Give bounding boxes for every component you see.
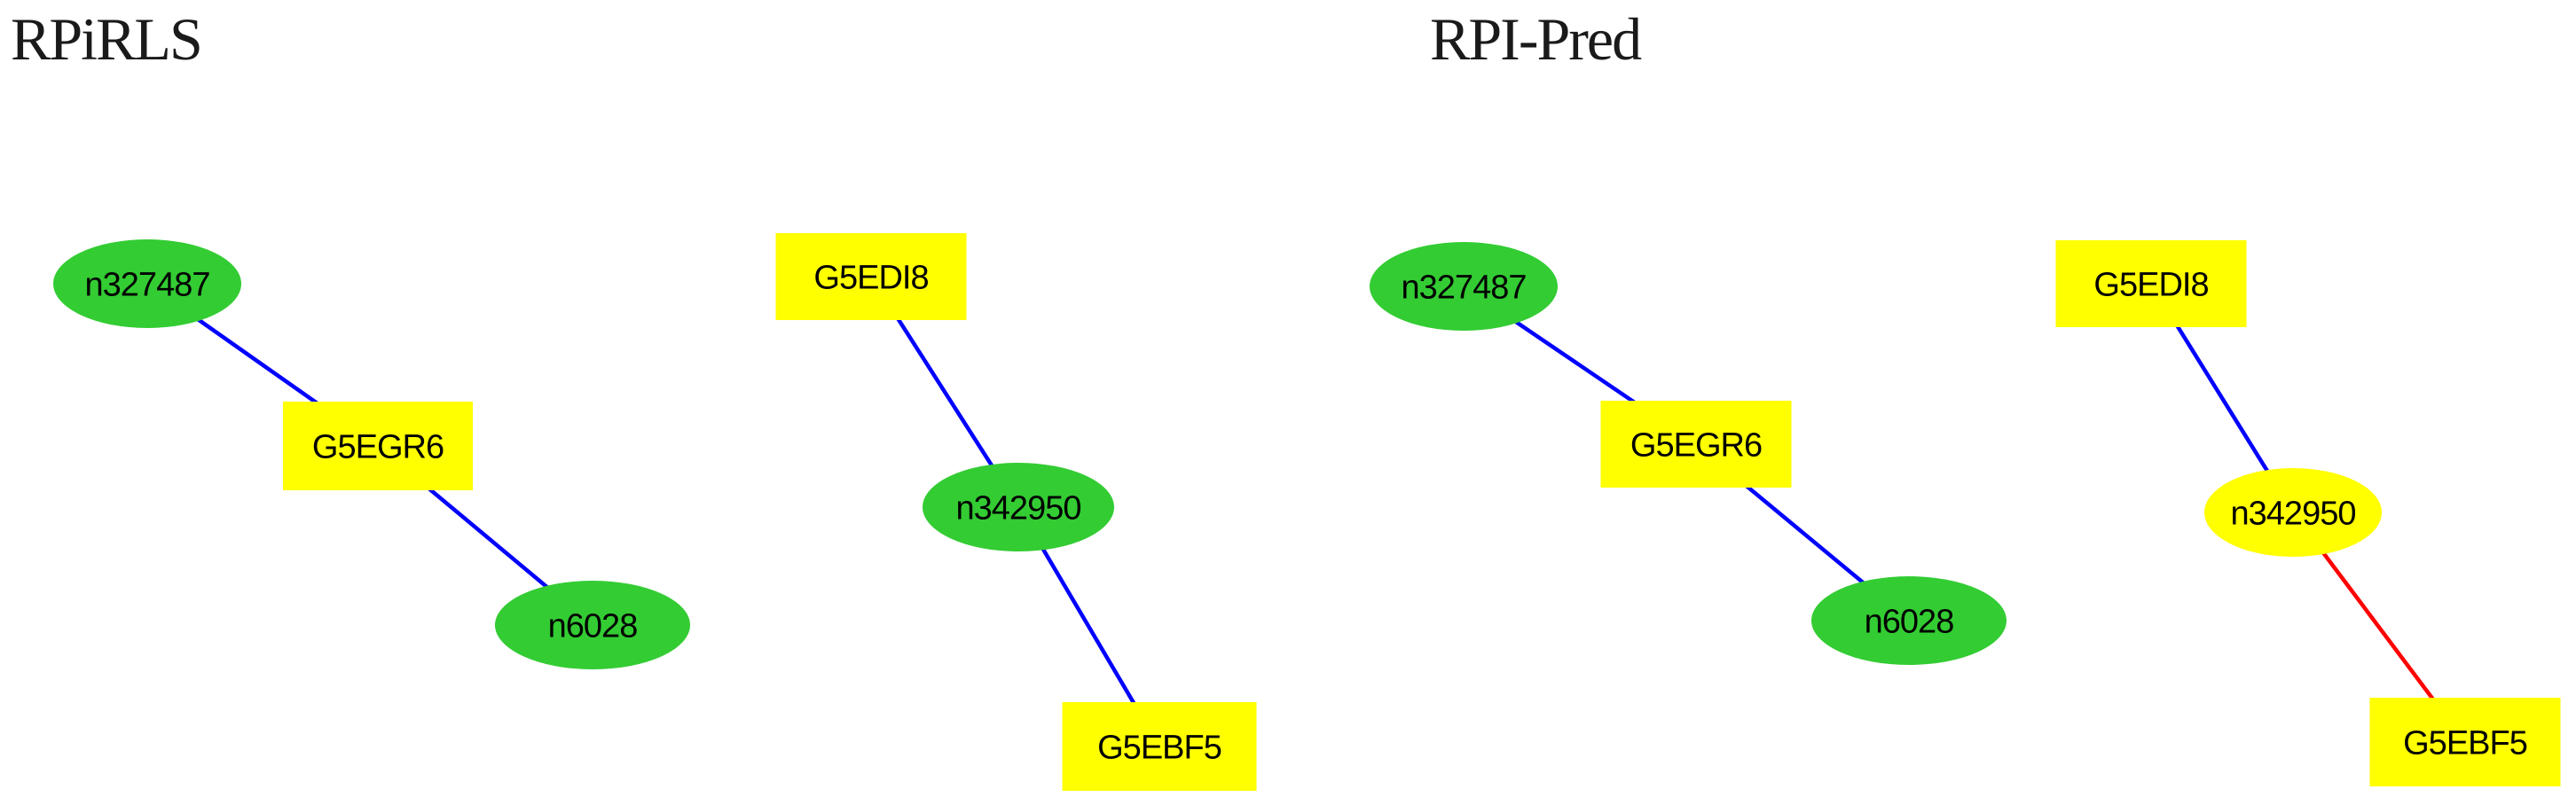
node-label: G5EGR6	[312, 428, 444, 465]
panel-title-rpirls: RPiRLS	[11, 5, 203, 73]
node-n6028: n6028	[495, 581, 690, 669]
node-shape-ellipse	[53, 239, 241, 328]
node-shape-ellipse	[495, 581, 690, 669]
node-shape-rect	[775, 233, 967, 320]
node-label: n327487	[1402, 269, 1527, 306]
node-shape-rect	[2369, 698, 2561, 786]
node-label: n342950	[956, 489, 1081, 527]
node-label: G5EBF5	[2403, 724, 2527, 762]
panel-title-rpi-pred: RPI-Pred	[1430, 5, 1642, 73]
node-n327487: n327487	[53, 239, 241, 328]
node-G5EDI8: G5EDI8	[775, 233, 967, 320]
node-shape-rect	[1062, 702, 1257, 791]
node-shape-ellipse	[2204, 468, 2382, 557]
node-G5EDI8: G5EDI8	[2055, 240, 2247, 327]
node-label: G5EDI8	[2093, 266, 2208, 303]
node-shape-ellipse	[1370, 242, 1558, 331]
node-shape-ellipse	[1811, 576, 2007, 665]
node-n6028: n6028	[1811, 576, 2007, 665]
node-label: G5EGR6	[1630, 426, 1762, 464]
node-G5EGR6: G5EGR6	[1600, 401, 1792, 488]
node-n342950: n342950	[923, 463, 1114, 551]
node-label: n327487	[85, 266, 210, 303]
node-shape-rect	[1600, 401, 1792, 488]
node-shape-ellipse	[923, 463, 1114, 551]
node-G5EBF5: G5EBF5	[2369, 698, 2561, 786]
node-label: G5EDI8	[813, 259, 928, 296]
node-shape-rect	[283, 402, 473, 490]
node-label: n6028	[548, 607, 638, 645]
node-label: n6028	[1865, 603, 1954, 640]
node-n342950: n342950	[2204, 468, 2382, 557]
node-label: G5EBF5	[1097, 729, 1221, 766]
node-n327487: n327487	[1370, 242, 1558, 331]
node-G5EGR6: G5EGR6	[283, 402, 473, 490]
node-label: n342950	[2231, 495, 2356, 532]
node-shape-rect	[2055, 240, 2247, 327]
node-G5EBF5: G5EBF5	[1062, 702, 1257, 791]
